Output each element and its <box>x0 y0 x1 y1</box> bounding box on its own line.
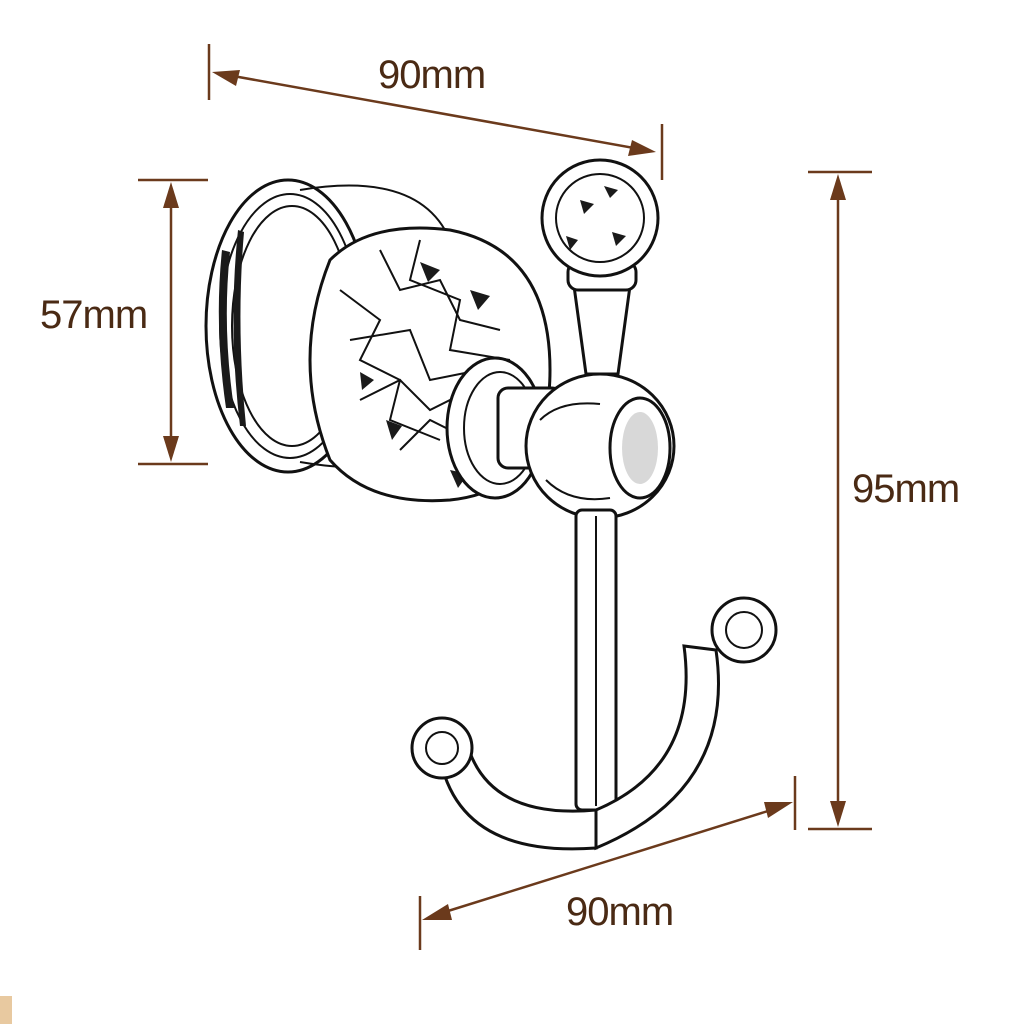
right-height-dimension: 95mm <box>808 170 960 831</box>
hook-shank <box>574 508 618 812</box>
right-hook-arm <box>594 596 778 851</box>
finial-stem <box>540 158 660 376</box>
bottom-width-label: 90mm <box>566 890 673 934</box>
ball-knuckle <box>524 372 676 520</box>
robe-hook-illustration <box>204 158 778 851</box>
left-hook-arm <box>410 716 598 851</box>
left-height-label: 57mm <box>40 293 147 337</box>
bottom-width-dimension: 90mm <box>418 776 797 950</box>
right-height-label: 95mm <box>852 467 959 511</box>
corner-color-swatch <box>0 996 12 1024</box>
top-width-dimension: 90mm <box>207 44 664 180</box>
left-height-dimension: 57mm <box>40 178 208 466</box>
top-width-label: 90mm <box>378 53 485 97</box>
